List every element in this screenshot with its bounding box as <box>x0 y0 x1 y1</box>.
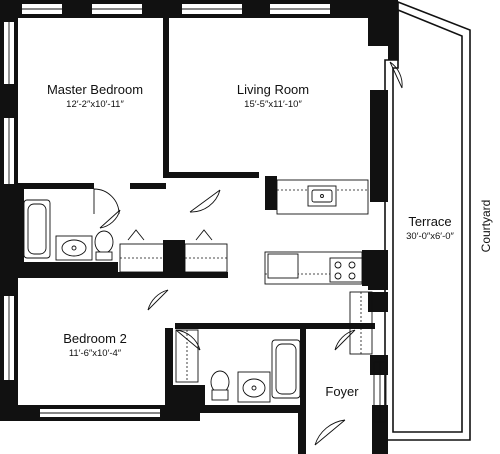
living-room-dimensions: 15′-5″x11′-10″ <box>244 99 302 110</box>
closets <box>119 243 373 383</box>
bedroom-2-name: Bedroom 2 <box>63 331 127 346</box>
interior-walls <box>18 18 375 409</box>
living-room-name: Living Room <box>237 82 309 97</box>
terrace-name: Terrace <box>408 214 451 229</box>
door-swings <box>93 61 403 446</box>
master-bedroom-name: Master Bedroom <box>47 82 143 97</box>
kitchen <box>264 179 369 285</box>
bedroom-2-dimensions: 11′-6″x10′-4″ <box>69 348 122 359</box>
courtyard-label: Courtyard <box>479 200 493 253</box>
terrace-dimensions: 30′-0″x6′-0″ <box>406 231 454 242</box>
exterior-walls <box>0 0 398 454</box>
foyer-window <box>373 361 387 423</box>
master-bedroom-dimensions: 12′-2″x10′-11″ <box>66 99 124 110</box>
room-labels: Master Bedroom 12′-2″x10′-11″ Living Roo… <box>47 82 493 399</box>
second-bath <box>210 339 301 403</box>
foyer-name: Foyer <box>325 384 359 399</box>
master-bath <box>23 199 114 261</box>
